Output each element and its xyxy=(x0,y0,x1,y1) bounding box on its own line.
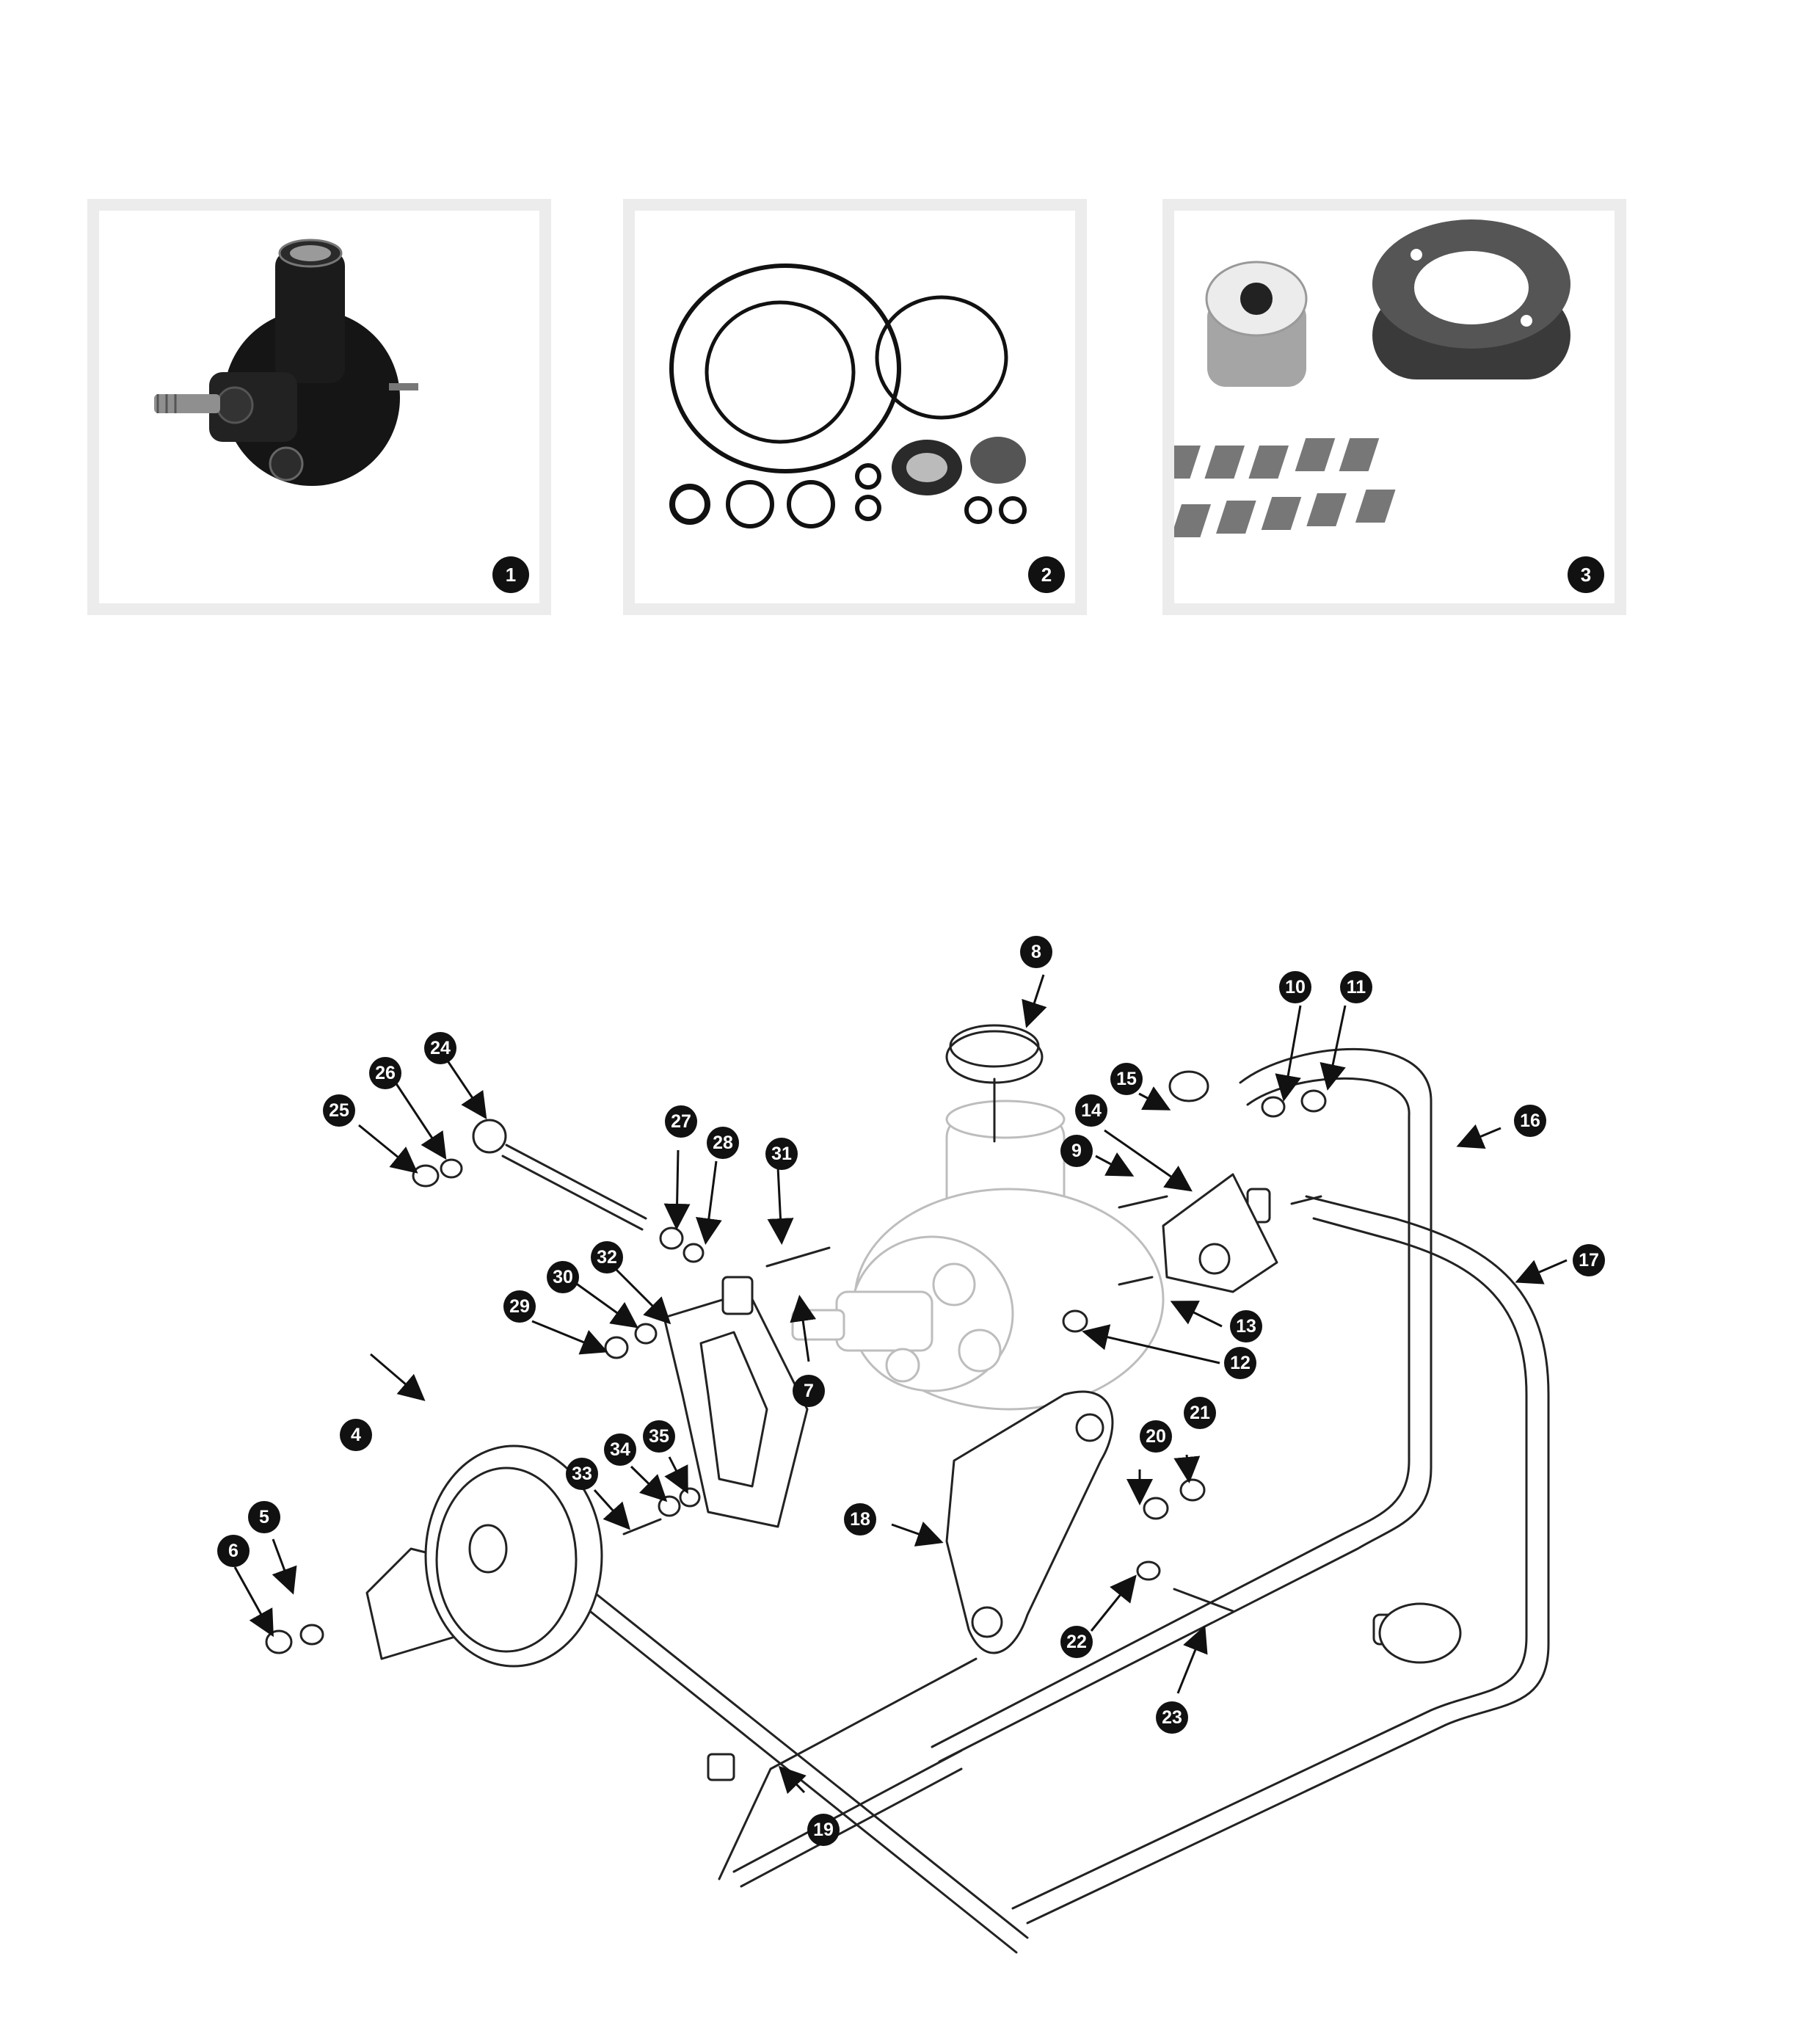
svg-text:13: 13 xyxy=(1236,1316,1256,1337)
callout-16: 16 xyxy=(1514,1105,1546,1137)
svg-text:12: 12 xyxy=(1230,1353,1251,1373)
pump-body-ghost xyxy=(791,1100,1165,1411)
callout-27: 27 xyxy=(665,1105,697,1138)
callout-28: 28 xyxy=(707,1127,739,1159)
svg-text:17: 17 xyxy=(1579,1250,1599,1271)
svg-text:4: 4 xyxy=(351,1425,361,1445)
callout-5: 5 xyxy=(248,1501,280,1533)
adjusting-rod xyxy=(472,1119,647,1231)
photo-frame-rotor-kit: 3 xyxy=(1162,199,1626,615)
callout-4: 4 xyxy=(340,1419,372,1451)
svg-text:5: 5 xyxy=(259,1507,269,1527)
callout-26: 26 xyxy=(369,1057,401,1089)
leader-lines xyxy=(233,974,1568,1795)
svg-text:20: 20 xyxy=(1146,1426,1166,1447)
svg-text:16: 16 xyxy=(1520,1111,1540,1131)
gasket-plate xyxy=(663,1290,809,1528)
photo-badge: 2 xyxy=(1028,556,1065,593)
hose-fitting-plate xyxy=(1162,1173,1278,1293)
exploded-parts-diagram: 4 5 6 7 8 9 10 11 12 13 14 15 16 17 18 1… xyxy=(217,936,1605,1954)
callout-25: 25 xyxy=(323,1094,355,1127)
callout-34: 34 xyxy=(604,1433,636,1466)
callout-32: 32 xyxy=(591,1241,623,1273)
callout-35: 35 xyxy=(643,1420,675,1453)
svg-text:30: 30 xyxy=(553,1267,573,1287)
svg-text:33: 33 xyxy=(572,1464,592,1484)
svg-text:14: 14 xyxy=(1081,1100,1102,1121)
seal-kit-photo-icon xyxy=(669,264,1027,528)
svg-text:23: 23 xyxy=(1162,1707,1182,1728)
reservoir-cap xyxy=(945,1024,1044,1143)
photo-frame-pump: 1 xyxy=(87,199,551,615)
svg-text:24: 24 xyxy=(430,1038,451,1058)
callout-31: 31 xyxy=(765,1138,798,1170)
rotor-vane-kit-photo-icon xyxy=(1174,219,1570,537)
photo-badge: 3 xyxy=(1568,556,1604,593)
svg-text:7: 7 xyxy=(804,1381,814,1401)
mounting-bracket xyxy=(945,1390,1114,1654)
callout-24: 24 xyxy=(424,1032,456,1064)
callout-6: 6 xyxy=(217,1535,250,1567)
svg-text:26: 26 xyxy=(375,1063,396,1083)
svg-text:19: 19 xyxy=(813,1820,834,1840)
callout-7: 7 xyxy=(793,1375,825,1407)
callout-8: 8 xyxy=(1020,936,1052,968)
callout-23: 23 xyxy=(1156,1701,1188,1734)
svg-text:25: 25 xyxy=(329,1100,349,1121)
svg-text:32: 32 xyxy=(597,1247,617,1268)
svg-text:28: 28 xyxy=(713,1133,733,1153)
svg-text:11: 11 xyxy=(1347,977,1366,997)
callout-12: 12 xyxy=(1224,1347,1256,1379)
svg-text:6: 6 xyxy=(228,1541,239,1561)
svg-text:22: 22 xyxy=(1066,1632,1087,1652)
small-hardware xyxy=(265,1070,1327,1781)
callout-21: 21 xyxy=(1184,1397,1216,1429)
callout-33: 33 xyxy=(566,1458,598,1490)
svg-text:15: 15 xyxy=(1116,1069,1137,1089)
svg-text:9: 9 xyxy=(1071,1141,1082,1161)
callout-9: 9 xyxy=(1060,1135,1093,1167)
power-steering-pump-photo-icon xyxy=(154,239,418,486)
svg-text:31: 31 xyxy=(771,1144,792,1164)
callout-20: 20 xyxy=(1140,1420,1172,1453)
svg-text:35: 35 xyxy=(649,1426,669,1447)
svg-text:18: 18 xyxy=(850,1509,870,1530)
callout-30: 30 xyxy=(547,1261,579,1293)
svg-text:10: 10 xyxy=(1285,977,1306,997)
callout-17: 17 xyxy=(1573,1244,1605,1276)
svg-text:29: 29 xyxy=(509,1296,530,1317)
photo-badge: 1 xyxy=(492,556,529,593)
callout-11: 11 xyxy=(1340,971,1372,1003)
callout-18: 18 xyxy=(844,1503,876,1536)
callout-29: 29 xyxy=(503,1290,536,1323)
callout-10: 10 xyxy=(1279,971,1311,1003)
callout-19: 19 xyxy=(807,1814,840,1846)
callout-14: 14 xyxy=(1075,1094,1107,1127)
svg-text:21: 21 xyxy=(1190,1403,1210,1423)
photo-frame-seal-kit: 2 xyxy=(623,199,1087,615)
pulley xyxy=(365,1444,603,1668)
svg-text:34: 34 xyxy=(610,1439,630,1460)
svg-text:8: 8 xyxy=(1031,942,1041,962)
svg-text:27: 27 xyxy=(671,1111,691,1132)
callout-13: 13 xyxy=(1230,1310,1262,1342)
callout-15: 15 xyxy=(1110,1063,1143,1095)
callout-22: 22 xyxy=(1060,1626,1093,1658)
